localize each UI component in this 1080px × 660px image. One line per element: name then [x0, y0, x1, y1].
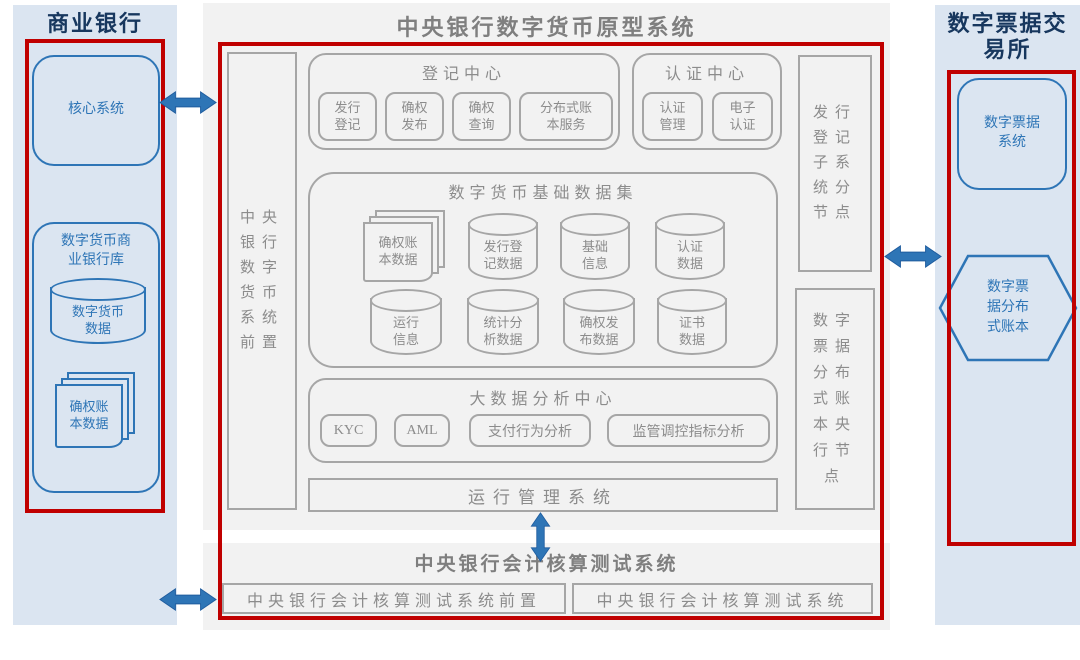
ledger-data-label: 确权账 本数据 — [55, 384, 123, 448]
bill-exchange-title: 数字票据交 易所 — [947, 11, 1068, 63]
confirmation-publish-box: 确权 发布 — [385, 92, 444, 141]
cbdc-frontend-box: 中央 银行 数字 货币 系统 前置 — [227, 52, 297, 510]
bill-system-box: 数字票据 系统 — [957, 78, 1067, 190]
issuance-registry-data-label: 发行登 记数据 — [483, 239, 523, 271]
regulatory-indicator-analysis-box: 监管调控指标分析 — [607, 414, 770, 447]
accounting-test-system-box: 中央银行会计核算测试系统 — [572, 583, 873, 614]
registration-center-box: 登记中心 — [308, 53, 620, 150]
bigdata-center-title: 大数据分析中心 — [469, 391, 617, 408]
bill-ledger-central-node-box: 数字 票据 分布 式账 本央 行节 点 — [795, 288, 875, 510]
hexagon-icon — [938, 254, 1078, 362]
left-bottom-double-arrow-icon — [157, 585, 219, 614]
bill-ledger-hexagon: 数字票 据分布 式账本 — [938, 253, 1078, 363]
certificate-data-label: 证书 数据 — [678, 314, 705, 347]
bigdata-center-box: 大数据分析中心 — [308, 378, 778, 463]
center-vertical-double-arrow-icon — [527, 512, 554, 562]
ops-management-box: 运行管理系统 — [308, 478, 778, 512]
operation-info-label: 运行 信息 — [392, 314, 419, 347]
auth-management-box: 认证 管理 — [642, 92, 703, 141]
left-top-double-arrow-icon — [157, 88, 219, 117]
registration-center-title: 登记中心 — [421, 66, 506, 83]
core-system-box: 核心系统 — [32, 55, 160, 166]
cbdc-prototype-panel: 中央银行数字货币原型系统 — [203, 3, 890, 530]
right-double-arrow-icon — [883, 242, 943, 271]
confirmation-ledger-stack-icon: 确权账 本数据 — [363, 210, 445, 282]
auth-center-box: 认证中心 — [632, 53, 782, 150]
database-cylinder-icon: 数字货币 数据 — [50, 278, 146, 344]
basic-info-label: 基础 信息 — [581, 239, 608, 271]
auth-center-title: 认证中心 — [664, 66, 749, 83]
confirmation-ledger-data-label: 确权账 本数据 — [363, 222, 433, 282]
basic-dataset-title: 数字货币基础数据集 — [448, 185, 638, 202]
electronic-auth-box: 电子 认证 — [712, 92, 773, 141]
confirmation-query-box: 确权 查询 — [452, 92, 511, 141]
basic-dataset-box: 数字货币基础数据集 — [308, 172, 778, 368]
commercial-bank-title: 商业银行 — [46, 11, 143, 36]
confirmation-publish-data-label: 确权发 布数据 — [579, 314, 619, 347]
bill-ledger-label: 数字票 据分布 式账本 — [987, 279, 1029, 336]
confirmation-publish-data-cylinder-icon: 确权发 布数据 — [563, 289, 635, 355]
aml-box: AML — [394, 414, 450, 447]
bank-database-label: 数字货币商 业银行库 — [61, 234, 131, 268]
issue-registry-subnode-box: 发行 登记 子系 统分 节点 — [798, 55, 872, 272]
payment-behavior-analysis-box: 支付行为分析 — [469, 414, 591, 447]
auth-data-label: 认证 数据 — [676, 239, 703, 271]
accounting-test-panel: 中央银行会计核算测试系统 — [203, 543, 890, 630]
issuance-registration-box: 发行 登记 — [318, 92, 377, 141]
cbdc-prototype-title: 中央银行数字货币原型系统 — [396, 15, 697, 40]
distributed-ledger-service-box: 分布式账 本服务 — [519, 92, 613, 141]
document-stack-icon: 确权账 本数据 — [55, 372, 135, 448]
certificate-data-cylinder-icon: 证书 数据 — [657, 289, 727, 355]
accounting-test-frontend-box: 中央银行会计核算测试系统前置 — [222, 583, 566, 614]
statistics-data-label: 统计分 析数据 — [483, 314, 523, 347]
bank-database-box: 数字货币商 业银行库 — [32, 222, 160, 493]
statistics-data-cylinder-icon: 统计分 析数据 — [467, 289, 539, 355]
issuance-registry-data-cylinder-icon: 发行登 记数据 — [468, 213, 538, 280]
currency-data-label: 数字货币 数据 — [71, 303, 124, 336]
kyc-box: KYC — [320, 414, 377, 447]
basic-info-cylinder-icon: 基础 信息 — [560, 213, 630, 280]
accounting-test-title: 中央银行会计核算测试系统 — [414, 554, 679, 575]
auth-data-cylinder-icon: 认证 数据 — [655, 213, 725, 280]
operation-info-cylinder-icon: 运行 信息 — [370, 289, 442, 355]
